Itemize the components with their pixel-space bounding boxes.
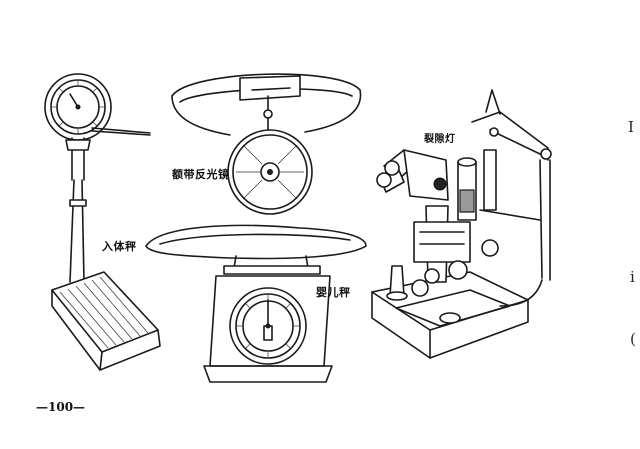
edge-mark-top: I — [628, 118, 634, 136]
infant-scale-label: 婴儿秤 — [316, 286, 351, 299]
edge-mark-middle: i — [630, 268, 635, 286]
body-scale-drawing — [44, 73, 161, 371]
head-mirror-label: 额带反光镜 — [172, 168, 230, 181]
head-mirror-drawing — [171, 73, 362, 215]
infant-scale-drawing — [145, 224, 367, 383]
edge-mark-bottom: ( — [630, 330, 636, 348]
body-scale-label: 入体秤 — [102, 240, 137, 253]
slit-lamp-drawing — [371, 89, 552, 359]
page-number: —100— — [36, 400, 86, 414]
slit-lamp-label: 裂隙灯 — [424, 134, 456, 145]
